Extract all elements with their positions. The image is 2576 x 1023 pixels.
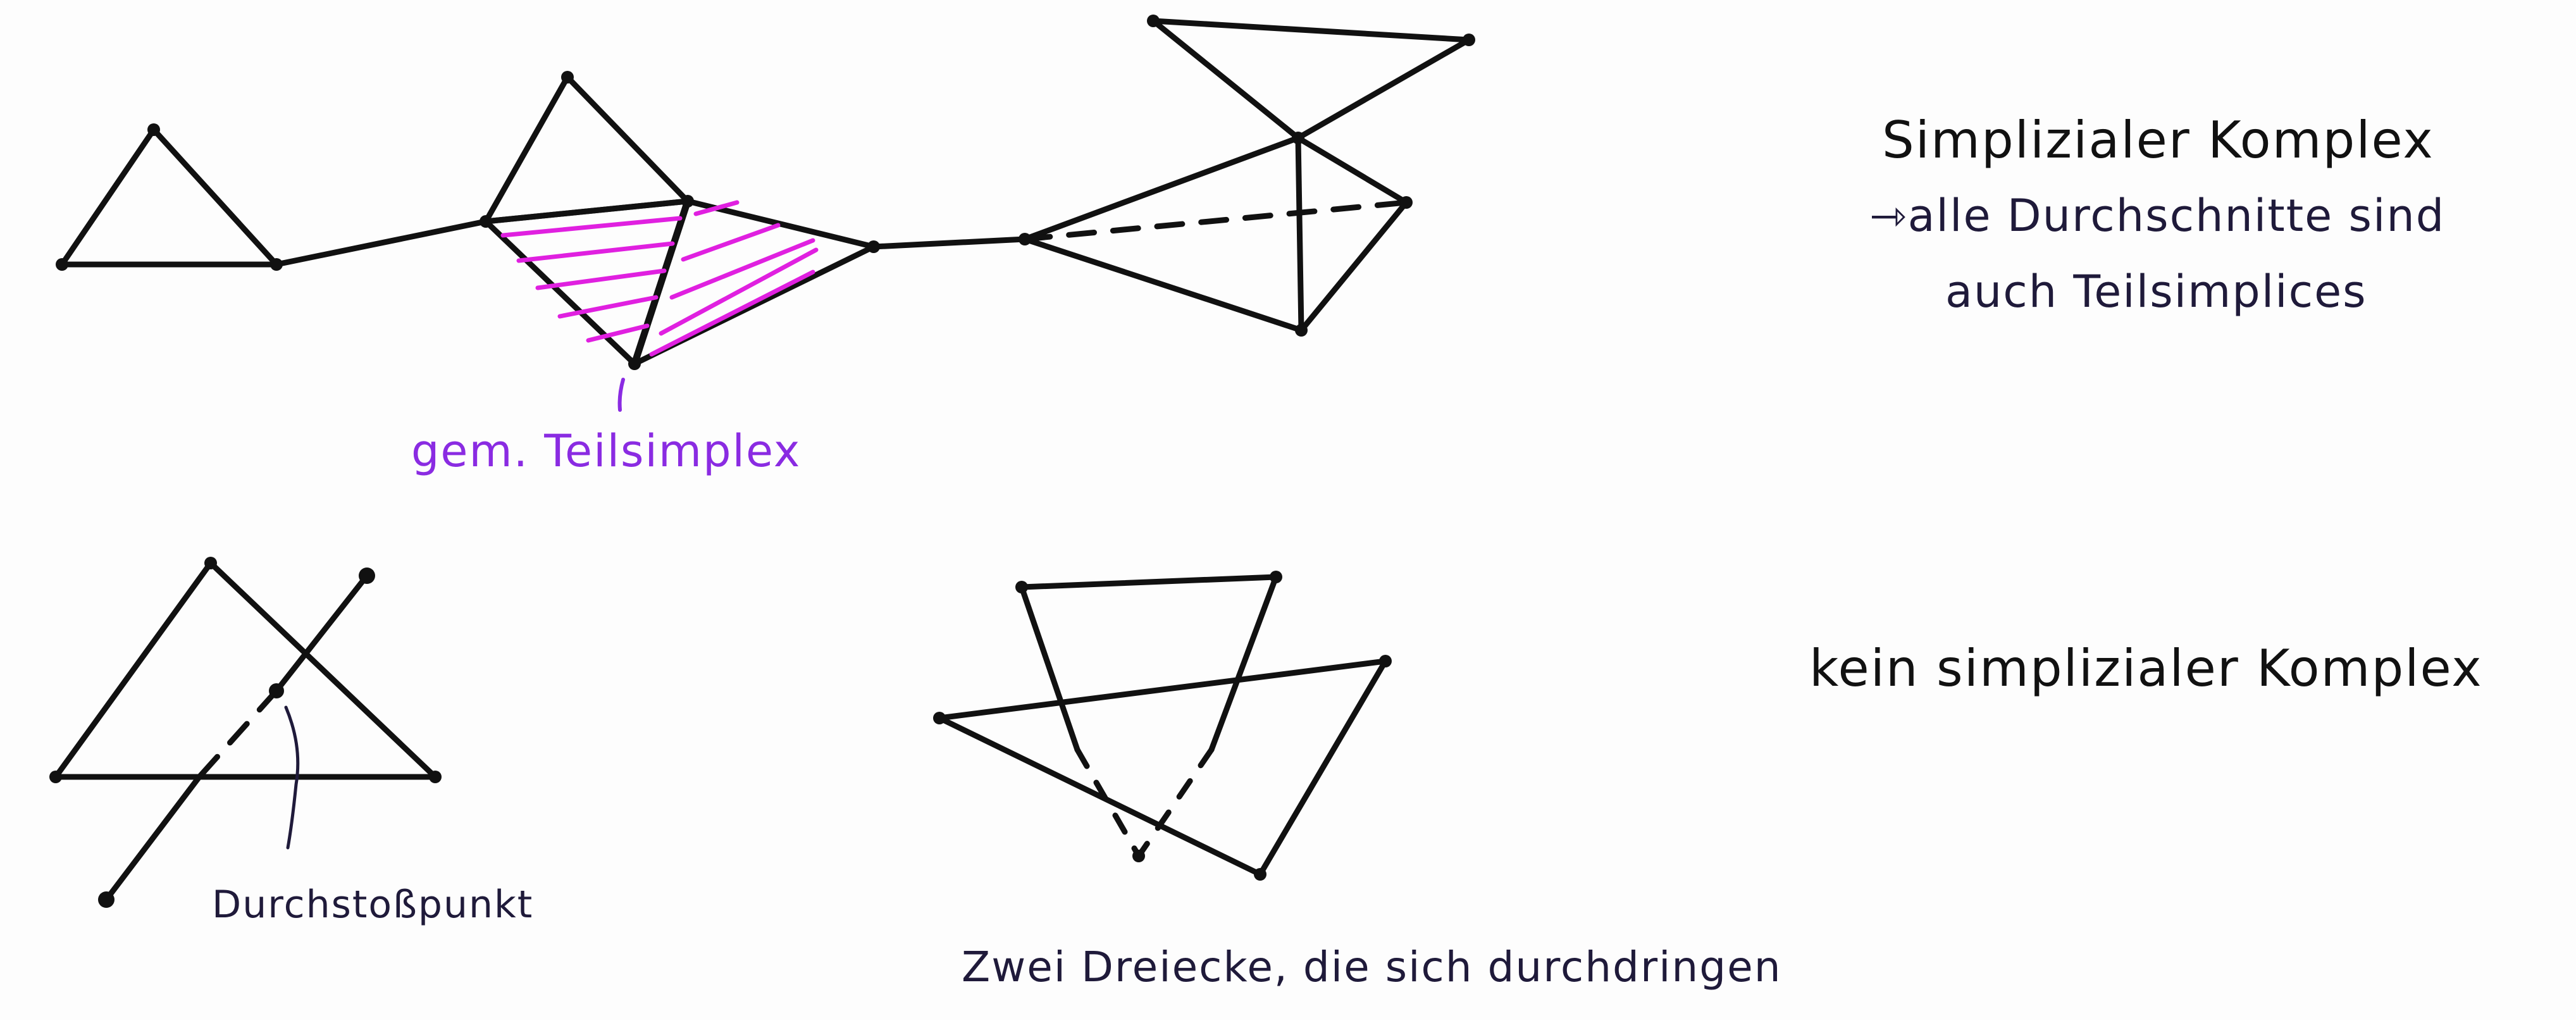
vertices-bottom-left: [49, 557, 442, 908]
pierce-point-pointer: [284, 705, 300, 850]
triangle-b-right-upper: [1208, 574, 1279, 753]
triangle-b-top-edge: [1019, 574, 1279, 590]
triangle-a: [936, 658, 1389, 877]
line-segment-hidden: [196, 688, 280, 780]
top-middle-triangle: [483, 74, 691, 225]
intersecting-triangles-figure: [936, 574, 1389, 877]
not-simplicial-title: kein simplizialer Komplex: [1809, 639, 2483, 698]
connecting-edge-1: [273, 218, 489, 268]
triangle-b-right-hidden: [1136, 747, 1215, 859]
triangle-b-left-upper: [1019, 584, 1081, 753]
tetra-edge-c: [1295, 135, 1304, 333]
simplicial-complex-figure: [59, 74, 877, 368]
line-segment-front-upper: [273, 573, 370, 694]
tetra-edge-d: [1295, 135, 1409, 206]
left-triangle: [59, 127, 280, 268]
upper-right-triangle: [1150, 18, 1472, 141]
implication-arrow-icon: ⇾: [1869, 190, 1908, 242]
tetra-edge-e: [1298, 199, 1409, 333]
line-segment-front-lower: [103, 774, 202, 903]
simplicial-complex-title: Simplizialer Komplex: [1882, 111, 2434, 170]
triangle-b-left-hidden: [1074, 747, 1142, 859]
two-triangles-caption: Zwei Dreiecke, die sich durchdringen: [962, 943, 1782, 991]
shared-face-pointer: [617, 378, 625, 412]
connecting-edge-2: [870, 236, 1028, 250]
shared-face-label: gem. Teilsimplex: [411, 425, 802, 477]
simplicial-note-line1: ⇾alle Durchschnitte sind: [1869, 190, 2445, 242]
pierced-triangle: [53, 560, 438, 780]
simplicial-note-text-1: alle Durchschnitte sind: [1907, 190, 2446, 242]
tetra-edge-b: [1022, 236, 1304, 333]
simplicial-note-line2: auch Teilsimplices: [1945, 266, 2367, 318]
right-shaded-triangle-outline: [631, 198, 877, 367]
vertices-bottom-middle: [933, 571, 1392, 881]
hatch-lines: [500, 200, 819, 357]
piercing-line-figure: [53, 560, 438, 903]
vertices-top: [56, 15, 1475, 370]
pierce-point-label: Durchstoßpunkt: [212, 883, 534, 927]
simplicial-complex-figure-right: [870, 18, 1472, 333]
tetra-edge-a: [1022, 135, 1301, 242]
tetra-hidden-edge: [1022, 199, 1409, 242]
